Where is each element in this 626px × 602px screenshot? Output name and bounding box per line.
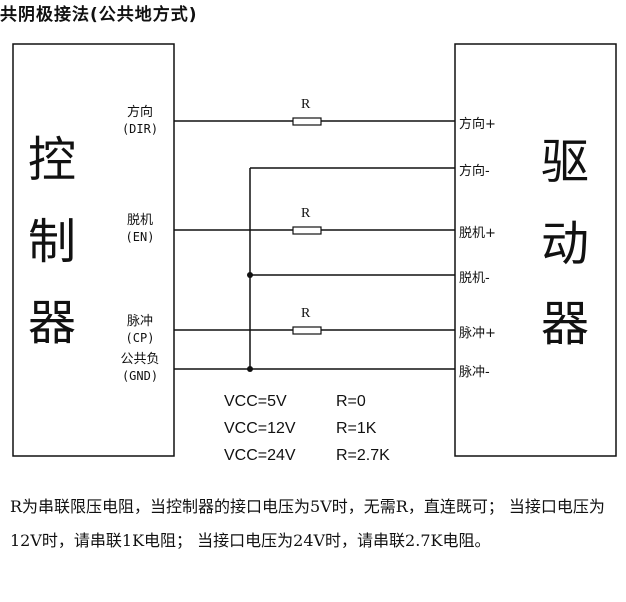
resistor-en — [292, 226, 322, 235]
terminal-en-minus: 脱机- — [459, 271, 490, 286]
junction-dot — [247, 272, 253, 278]
terminal-dir-minus: 方向- — [459, 164, 490, 179]
pin-cp-label: 脉冲 (CP) — [125, 314, 155, 345]
resistor-label: R — [301, 206, 311, 221]
terminal-cp-minus: 脉冲- — [459, 365, 490, 380]
explanation-note: R为串联限压电阻，当控制器的接口电压为5V时，无需R，直连既可； 当接口电压为1… — [10, 497, 605, 550]
controller-char-2: 制 — [28, 214, 77, 270]
controller-box — [12, 43, 175, 457]
pin-en-label: 脱机 (EN) — [125, 213, 155, 244]
diagram-title: 共阴极接法(公共地方式) — [0, 5, 198, 25]
pin-gnd-label: 公共负 (GND) — [120, 352, 160, 383]
resistor-dir — [292, 117, 322, 126]
controller-char-1: 控 — [28, 132, 77, 188]
driver-char-1: 驱 — [541, 134, 590, 190]
driver-char-2: 动 — [541, 216, 590, 272]
terminal-cp-plus: 脉冲+ — [459, 326, 496, 341]
driver-box — [454, 43, 617, 457]
controller-char-3: 器 — [28, 295, 77, 351]
pin-dir-label: 方向 (DIR) — [121, 105, 159, 136]
resistor-label: R — [301, 97, 311, 112]
terminal-dir-plus: 方向+ — [459, 117, 496, 132]
resistor-label: R — [301, 306, 311, 321]
driver-char-3: 器 — [541, 296, 590, 352]
resistor-cp — [292, 326, 322, 335]
junction-dot — [247, 366, 253, 372]
terminal-en-plus: 脱机+ — [459, 226, 496, 241]
